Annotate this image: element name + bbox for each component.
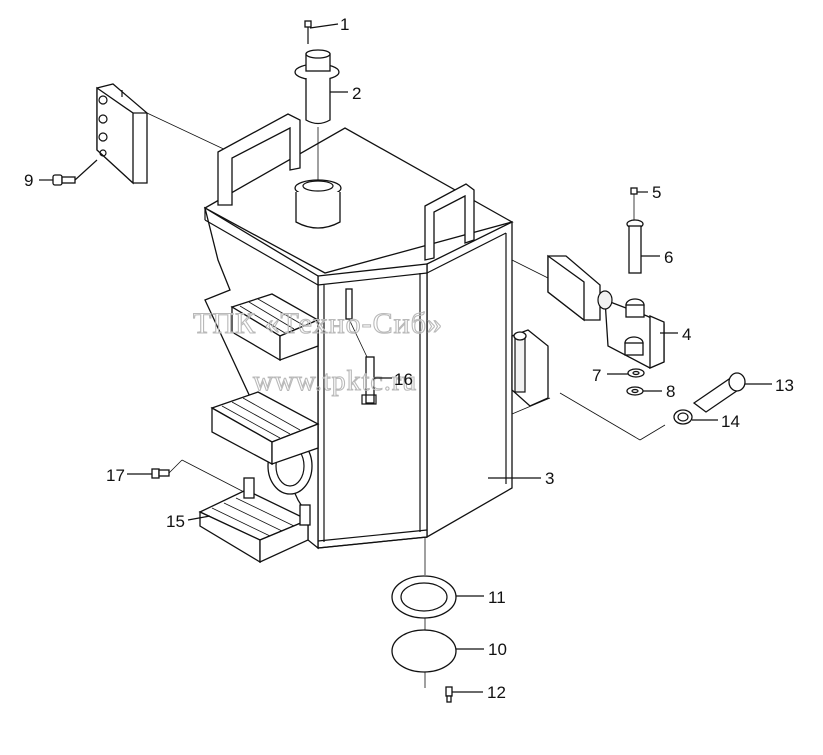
callout-11: 11 [456,588,506,607]
svg-text:3: 3 [545,469,554,488]
callout-14: 14 [692,412,740,431]
svg-text:1: 1 [340,15,349,34]
pin-13 [692,372,746,413]
gasket-11 [391,575,457,619]
watermark-company: ТПК «Техно-Сиб» [193,307,443,340]
bracket-16 [345,288,377,405]
svg-text:15: 15 [166,512,185,531]
callout-15: 15 [166,512,211,531]
svg-text:12: 12 [487,683,506,702]
svg-text:16: 16 [394,370,413,389]
cover-plate-10 [391,629,457,673]
step-middle [210,391,320,466]
callout-6: 6 [641,248,673,267]
svg-text:13: 13 [775,376,794,395]
callout-2: 2 [330,84,361,103]
bolt-17 [151,459,245,493]
bolt-12 [445,686,453,703]
bolt-9 [52,159,98,186]
step-top [230,293,320,362]
callout-16: 16 [374,370,413,389]
svg-text:5: 5 [652,183,661,202]
callout-10: 10 [456,640,507,659]
callout-13: 13 [745,376,794,395]
step-bottom [198,477,311,564]
svg-text:2: 2 [352,84,361,103]
bolt-5 [630,187,638,222]
filler-neck-2 [294,49,340,180]
mounting-plate [96,83,148,185]
callout-4: 4 [660,325,691,344]
svg-text:9: 9 [24,171,33,190]
callout-8: 8 [643,382,675,401]
svg-text:8: 8 [666,382,675,401]
svg-text:4: 4 [682,325,691,344]
svg-text:14: 14 [721,412,740,431]
callout-9: 9 [24,171,53,190]
hinge-plate-left [547,254,601,322]
washer-8 [626,386,644,396]
bolt-1 [304,20,312,44]
callout-1: 1 [309,15,349,34]
tank-hinge [511,329,549,407]
callout-12: 12 [452,683,506,702]
pin-6 [626,219,644,274]
watermark-url: www.tpktc.ru [253,366,417,397]
svg-text:7: 7 [592,366,601,385]
o-ring-14 [673,409,693,425]
callout-5: 5 [637,183,661,202]
svg-text:6: 6 [664,248,673,267]
washer-7 [627,368,645,378]
hinge-leaf-4 [597,290,665,369]
callout-7: 7 [592,366,628,385]
callout-3: 3 [488,469,554,488]
callout-17: 17 [106,466,152,485]
svg-text:10: 10 [488,640,507,659]
fuel-tank [203,113,514,550]
svg-text:11: 11 [488,588,506,607]
svg-text:17: 17 [106,466,125,485]
